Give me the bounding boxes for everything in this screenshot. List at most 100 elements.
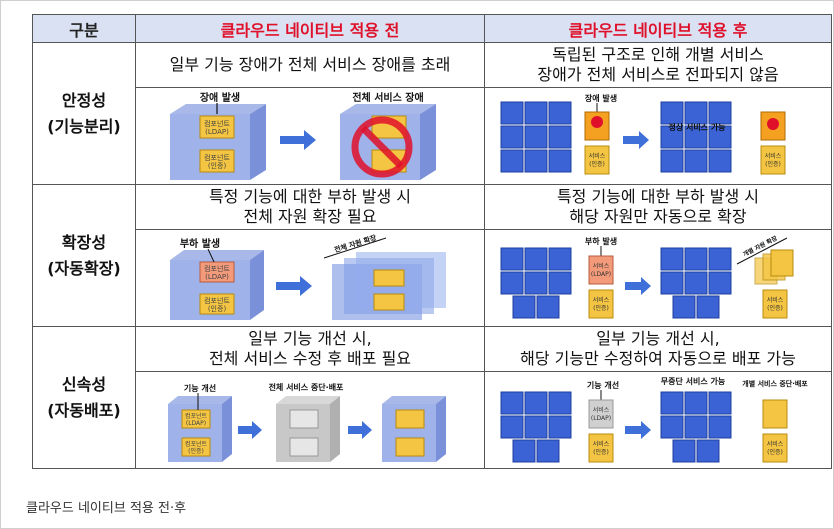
- cube-cluster-left: [500, 391, 572, 463]
- service-label: 서비스: [593, 440, 610, 448]
- text-line: 해당 기능만 수정하여 자동으로 배포 가능: [520, 349, 796, 368]
- component-label: (LDAP): [205, 273, 229, 281]
- text-line: 전체 자원 확장 필요: [243, 207, 377, 226]
- row-title-line2: (기능분리): [47, 116, 121, 136]
- text-line: 해당 자원만 자동으로 확장: [569, 207, 747, 226]
- row-title-line2: (자동확장): [47, 258, 121, 278]
- failure-label: 장애 발생: [200, 92, 240, 104]
- cube-cluster-right: [660, 101, 732, 173]
- arrow-icon: [348, 421, 372, 439]
- before-figure-agility: 컴포넌트 (LDAP) 컴포넌트 (인증) 기능 개선 전체 서비스 중단·배포: [135, 371, 485, 469]
- row-title-line1: 신속성: [61, 374, 107, 394]
- header-before: 클라우드 네이티브 적용 전: [135, 14, 485, 43]
- monolith-scaling-diagram: 컴포넌트 (LDAP) 컴포넌트 (인증) 부하 발생 전체 자원 확장: [170, 234, 446, 320]
- arrow-icon: [238, 421, 262, 439]
- load-label: 부하 발생: [180, 237, 220, 250]
- arrow-icon: [276, 276, 312, 296]
- text-line: 독립된 구조로 인해 개별 서비스: [552, 45, 764, 64]
- arrow-icon: [625, 421, 651, 439]
- table-row: 확장성 (자동확장) 특정 기능에 대한 부하 발생 시 전체 자원 확장 필요…: [32, 184, 832, 327]
- after-description: 독립된 구조로 인해 개별 서비스 장애가 전체 서비스로 전파되지 않음: [484, 42, 832, 88]
- service-label: (인증): [589, 161, 605, 168]
- service-label: (인증): [767, 449, 783, 456]
- arrow-icon: [625, 277, 651, 295]
- deploy-label: 전체 서비스 중단·배포: [269, 382, 344, 392]
- monolith-deploy-diagram: 컴포넌트 (LDAP) 컴포넌트 (인증) 기능 개선 전체 서비스 중단·배포: [168, 382, 446, 462]
- before-figure-stability: 컴포넌트 (LDAP) 컴포넌트 (인증) 장애 발생 전체 서비스 장애: [135, 87, 485, 185]
- comparison-table: 구분 클라우드 네이티브 적용 전 클라우드 네이티브 적용 후 안정성 (기능…: [32, 14, 832, 469]
- after-figure-agility: 기능 개선 서비스 (LDAP) 서비스 (인증) 무중단 서비스 가능 개별 …: [484, 371, 832, 469]
- service-label: 서비스: [767, 440, 784, 448]
- component-label: (인증): [188, 448, 204, 455]
- before-description: 특정 기능에 대한 부하 발생 시 전체 자원 확장 필요: [135, 184, 485, 230]
- row-title-line2: (자동배포): [47, 400, 121, 420]
- table-header-row: 구분 클라우드 네이티브 적용 전 클라우드 네이티브 적용 후: [32, 14, 832, 43]
- table-row-figures: 컴포넌트 (LDAP) 컴포넌트 (인증) 장애 발생 전체 서비스 장애: [33, 87, 832, 185]
- after-figure-scalability: 부하 발생 서비스 (LDAP) 서비스 (인증) 서비스: [484, 229, 832, 327]
- header-after: 클라우드 네이티브 적용 후: [484, 14, 832, 43]
- monolith-failure-diagram: 컴포넌트 (LDAP) 컴포넌트 (인증) 장애 발생 전체 서비스 장애: [170, 92, 436, 180]
- microservices-failure-diagram: 장애 발생 서비스 (인증) 정상 서비스 가능 서비스 (인증): [500, 93, 786, 175]
- before-description: 일부 기능 장애가 전체 서비스 장애를 초래: [135, 42, 485, 88]
- microservices-deploy-diagram: 기능 개선 서비스 (LDAP) 서비스 (인증) 무중단 서비스 가능 개별 …: [500, 376, 808, 463]
- figure-caption: 클라우드 네이티브 적용 전·후: [26, 501, 187, 516]
- microservices-scaling-diagram: 부하 발생 서비스 (LDAP) 서비스 (인증) 서비스: [500, 234, 794, 319]
- scale-label: 전체 자원 확장: [333, 234, 378, 254]
- component-label: 컴포넌트: [185, 412, 208, 420]
- cube-cluster-right: [660, 391, 732, 463]
- service-label: (인증): [767, 305, 783, 312]
- after-description: 일부 기능 개선 시, 해당 기능만 수정하여 자동으로 배포 가능: [484, 326, 832, 372]
- service-label: (LDAP): [591, 271, 611, 278]
- text-line: 일부 기능 장애가 전체 서비스 장애를 초래: [169, 55, 451, 74]
- load-label: 부하 발생: [585, 236, 617, 246]
- service-label: 서비스: [767, 296, 784, 304]
- table-row: 안정성 (기능분리) 일부 기능 장애가 전체 서비스 장애를 초래 독립된 구…: [32, 42, 832, 185]
- failure-label: 전체 서비스 장애: [352, 92, 423, 104]
- component-label: 컴포넌트: [204, 153, 230, 162]
- component-label: 컴포넌트: [185, 440, 208, 448]
- text-line: 장애가 전체 서비스로 전파되지 않음: [537, 65, 779, 84]
- row-title-stability: 안정성 (기능분리): [32, 42, 136, 185]
- row-title-agility: 신속성 (자동배포): [32, 326, 136, 469]
- table-row-figures: 컴포넌트 (LDAP) 컴포넌트 (인증) 기능 개선 전체 서비스 중단·배포: [33, 371, 832, 469]
- row-title-line1: 확장성: [61, 232, 107, 252]
- cube-cluster-left: [500, 101, 572, 173]
- improvement-label: 기능 개선: [184, 383, 216, 393]
- text-line: 특정 기능에 대한 부하 발생 시: [208, 187, 412, 206]
- cube-cluster-left: [500, 247, 572, 319]
- component-label: (인증): [208, 161, 227, 170]
- individual-deploy-label: 개별 서비스 중단·배포: [742, 379, 808, 388]
- cube-cluster-right: [660, 247, 732, 319]
- table-row-figures: 컴포넌트 (LDAP) 컴포넌트 (인증) 부하 발생 전체 자원 확장: [33, 229, 832, 327]
- improvement-label: 기능 개선: [587, 380, 619, 390]
- component-label: 컴포넌트: [204, 296, 230, 305]
- text-line: 전체 서비스 수정 후 배포 필요: [208, 349, 412, 368]
- component-label: (LDAP): [205, 128, 229, 136]
- after-description: 특정 기능에 대한 부하 발생 시 해당 자원만 자동으로 확장: [484, 184, 832, 230]
- arrow-icon: [280, 130, 316, 150]
- after-figure-stability: 장애 발생 서비스 (인증) 정상 서비스 가능 서비스 (인증): [484, 87, 832, 185]
- component-label: 컴포넌트: [204, 119, 230, 128]
- service-label: (LDAP): [591, 415, 611, 422]
- service-label: 서비스: [765, 152, 782, 160]
- service-label: 서비스: [589, 152, 606, 160]
- no-downtime-label: 무중단 서비스 가능: [661, 376, 726, 386]
- component-label: 컴포넌트: [204, 264, 230, 273]
- header-category: 구분: [32, 14, 136, 43]
- component-label: (인증): [208, 304, 227, 313]
- row-title-line1: 안정성: [61, 90, 107, 110]
- before-description: 일부 기능 개선 시, 전체 서비스 수정 후 배포 필요: [135, 326, 485, 372]
- table-row: 신속성 (자동배포) 일부 기능 개선 시, 전체 서비스 수정 후 배포 필요…: [32, 326, 832, 469]
- arrow-icon: [623, 131, 649, 149]
- row-title-scalability: 확장성 (자동확장): [32, 184, 136, 327]
- service-label: 서비스: [593, 406, 610, 414]
- service-label: (인증): [765, 161, 781, 168]
- text-line: 일부 기능 개선 시,: [596, 329, 720, 348]
- normal-service-label: 정상 서비스 가능: [668, 122, 726, 132]
- text-line: 특정 기능에 대한 부하 발생 시: [556, 187, 760, 206]
- before-figure-scalability: 컴포넌트 (LDAP) 컴포넌트 (인증) 부하 발생 전체 자원 확장: [135, 229, 485, 327]
- service-label: (인증): [593, 449, 609, 456]
- component-label: (LDAP): [186, 420, 206, 427]
- failure-label: 장애 발생: [585, 93, 617, 103]
- service-label: 서비스: [593, 262, 610, 270]
